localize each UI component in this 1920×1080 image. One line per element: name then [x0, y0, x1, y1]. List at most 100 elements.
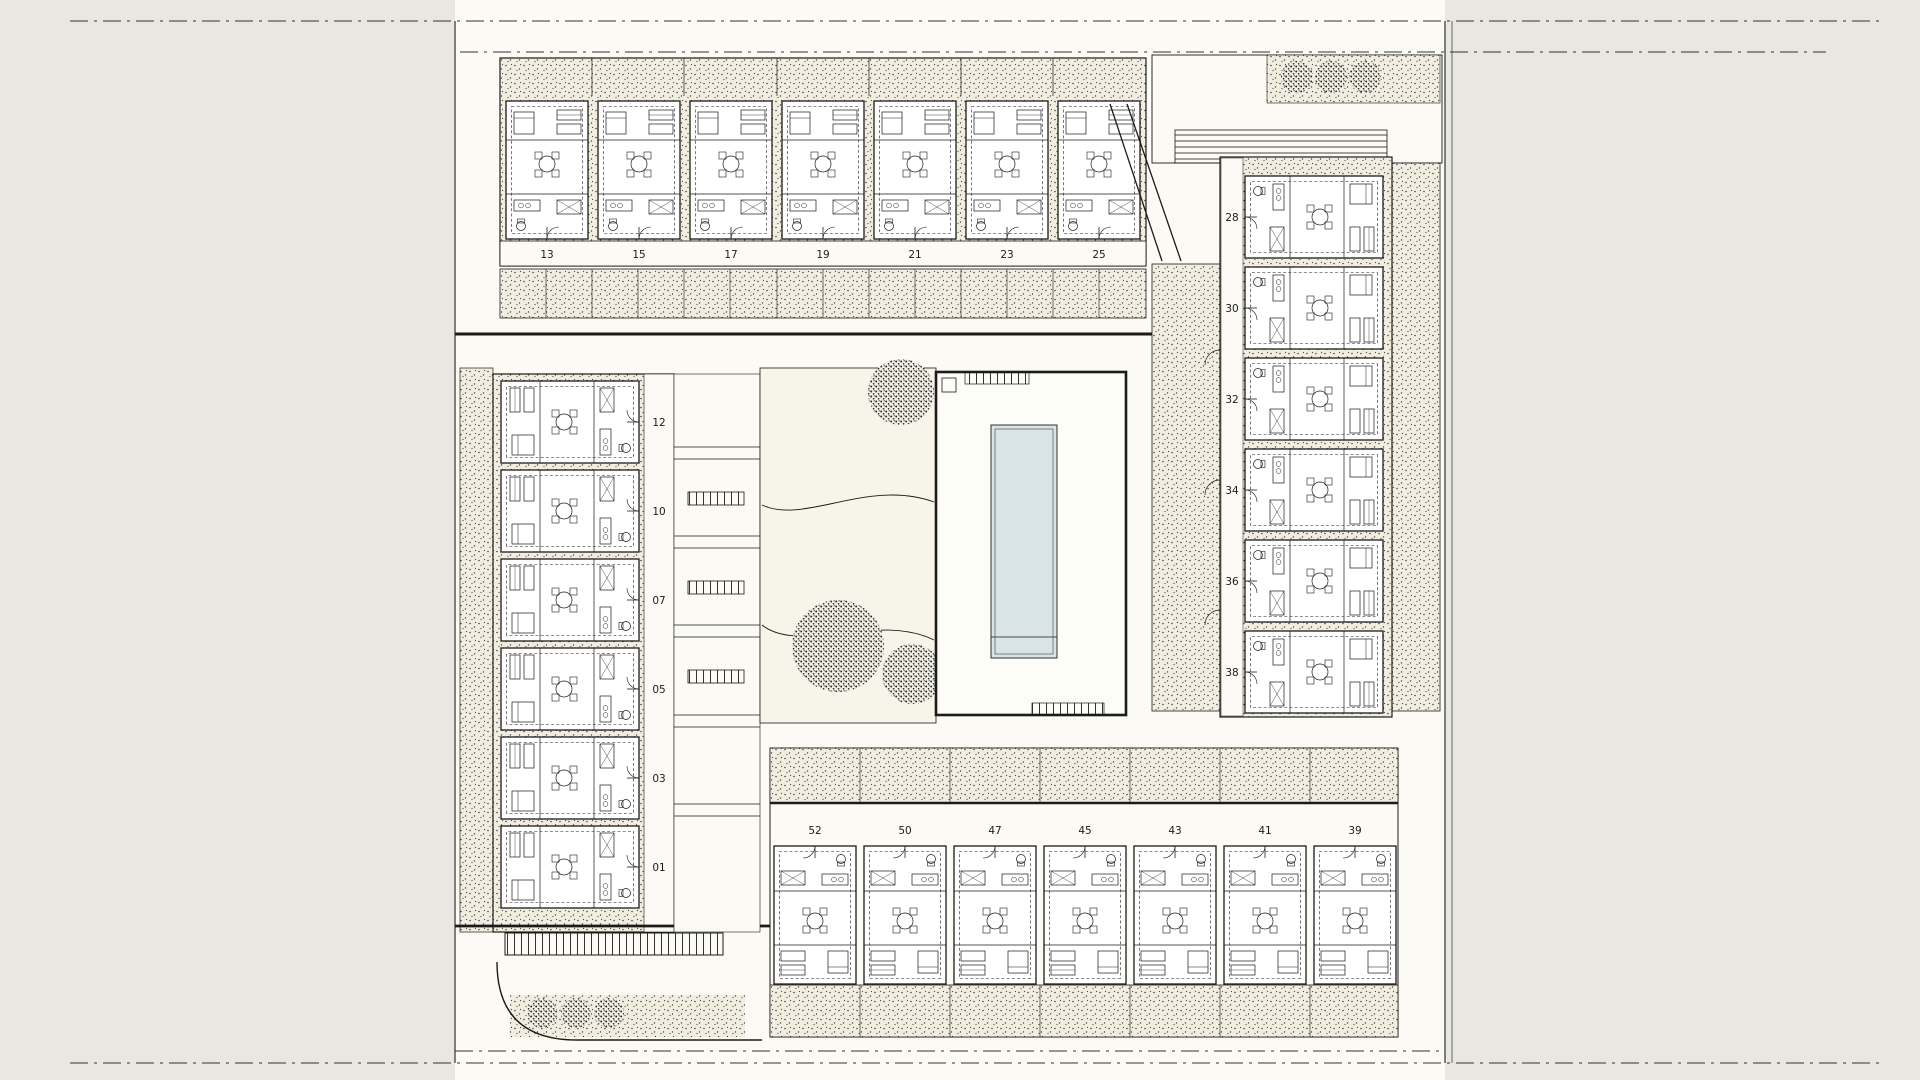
unit-label: 32 — [1225, 394, 1238, 406]
unit-label: 05 — [652, 684, 665, 696]
unit-label: 21 — [908, 249, 921, 261]
unit-module — [1133, 845, 1217, 985]
unit-label: 39 — [1348, 825, 1361, 837]
stair-flight — [687, 669, 745, 684]
unit-module — [873, 100, 957, 240]
tree — [868, 359, 934, 425]
unit-module — [500, 558, 640, 642]
tree — [882, 644, 942, 704]
unit-label: 38 — [1225, 667, 1238, 679]
pool-equipment — [941, 377, 957, 393]
unit-module — [1043, 845, 1127, 985]
unit-module — [500, 825, 640, 909]
pool-pavilion — [934, 370, 1128, 717]
unit-label: 12 — [652, 417, 665, 429]
unit-module — [1244, 630, 1384, 714]
unit-label: 17 — [724, 249, 737, 261]
unit-label: 23 — [1000, 249, 1013, 261]
unit-label: 41 — [1258, 825, 1271, 837]
swimming-pool — [990, 424, 1058, 659]
unit-module — [1313, 845, 1397, 985]
bottom-patio-dividers — [859, 748, 1311, 803]
unit-label: 15 — [632, 249, 645, 261]
top-row-complex: 13 15 17 19 21 23 25 — [455, 57, 1183, 336]
top-patio-dividers — [545, 269, 1100, 318]
left-column-complex: 12 10 07 05 03 01 — [455, 367, 770, 933]
unit-label: 47 — [988, 825, 1001, 837]
unit-label: 19 — [816, 249, 829, 261]
unit-label: 52 — [808, 825, 821, 837]
tree — [1349, 61, 1381, 93]
top-row-label-strip — [499, 240, 1147, 267]
unit-label: 30 — [1225, 303, 1238, 315]
unit-module — [953, 845, 1037, 985]
bottom-terrace-band — [769, 984, 1399, 1038]
bottom-row-complex: 52 50 47 45 43 41 39 — [769, 747, 1399, 1038]
unit-label: 36 — [1225, 576, 1239, 588]
right-access-corridor — [1151, 263, 1221, 712]
walkway-bridges — [674, 446, 760, 817]
tree — [527, 998, 557, 1028]
unit-label: 43 — [1168, 825, 1181, 837]
right-label-strip — [1220, 157, 1244, 717]
unit-module — [500, 647, 640, 731]
bottom-terrace-dividers — [859, 985, 1311, 1037]
walkway-corridor — [673, 373, 761, 933]
unit-module — [1244, 175, 1384, 259]
unit-label: 34 — [1225, 485, 1239, 497]
unit-label: 07 — [652, 595, 665, 607]
unit-label: 25 — [1092, 249, 1105, 261]
tree — [792, 600, 884, 692]
right-margin-panel — [1445, 0, 1920, 1080]
unit-label: 03 — [652, 773, 665, 785]
courtyard-garden — [759, 359, 942, 724]
top-terrace-dividers — [591, 58, 1054, 96]
left-edge-planter-strip — [459, 367, 494, 933]
unit-label: 13 — [540, 249, 553, 261]
unit-module — [500, 469, 640, 553]
unit-module — [689, 100, 773, 240]
unit-module — [1244, 539, 1384, 623]
stair-flight — [687, 491, 745, 506]
unit-module — [1244, 266, 1384, 350]
unit-module — [1244, 357, 1384, 441]
right-column-complex: 28 30 32 34 36 38 — [1151, 156, 1393, 718]
tree — [561, 998, 591, 1028]
unit-label: 50 — [898, 825, 911, 837]
parking-stalls — [504, 932, 724, 956]
unit-module — [1057, 100, 1141, 240]
tree — [1281, 61, 1313, 93]
unit-module — [863, 845, 947, 985]
tree — [1315, 61, 1347, 93]
angled-boundary — [1109, 103, 1182, 262]
unit-label: 10 — [652, 506, 665, 518]
bottom-patio-band — [769, 747, 1399, 804]
unit-module — [965, 100, 1049, 240]
unit-module — [781, 100, 865, 240]
door-swing-arcs — [1204, 349, 1221, 626]
central-walkway — [673, 373, 761, 933]
top-right-area — [1151, 54, 1443, 712]
left-margin-panel — [0, 0, 455, 1080]
tree — [594, 998, 624, 1028]
unit-module — [1244, 448, 1384, 532]
unit-module — [500, 380, 640, 464]
unit-label: 28 — [1225, 212, 1238, 224]
unit-module — [1223, 845, 1307, 985]
bottom-left-area — [496, 932, 762, 1041]
left-label-strip — [643, 373, 675, 933]
pool-grate-bottom — [1031, 702, 1105, 716]
right-edge-planter-strip — [1391, 162, 1441, 712]
driveway-curb — [496, 961, 762, 1041]
unit-label: 45 — [1078, 825, 1091, 837]
unit-module — [773, 845, 857, 985]
garden-path — [761, 494, 935, 511]
unit-label: 01 — [652, 862, 665, 874]
pool-grate-top — [964, 371, 1030, 385]
unit-module — [505, 100, 589, 240]
unit-module — [597, 100, 681, 240]
unit-module — [500, 736, 640, 820]
stair-flight — [687, 580, 745, 595]
